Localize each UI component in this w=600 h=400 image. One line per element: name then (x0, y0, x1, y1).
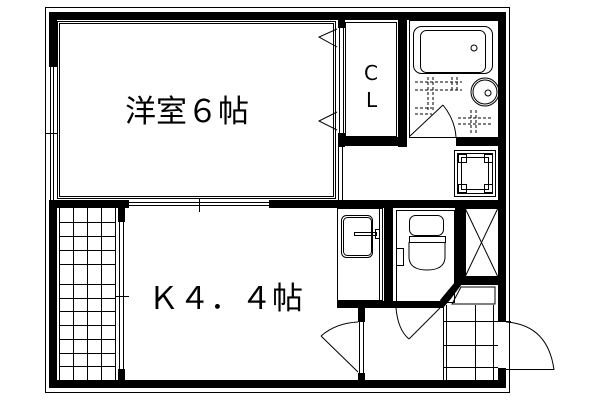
window-west (46, 67, 58, 200)
storage-closet (461, 207, 505, 285)
western-room-label: 洋室６帖 (125, 94, 249, 130)
closet (317, 20, 407, 200)
interior-wall-middle (49, 198, 505, 212)
closet-label-l: L (366, 88, 378, 112)
kitchen-door (320, 308, 365, 380)
exterior-walls (49, 12, 506, 388)
western-room (57, 21, 336, 199)
balcony (56, 208, 129, 380)
closet-label-c: C (364, 61, 378, 85)
outer-border (45, 7, 510, 393)
entrance (443, 286, 555, 380)
kitchen-sink (337, 208, 443, 308)
kitchen-label: Ｋ４．４帖 (148, 281, 303, 317)
washing-machine-space (454, 150, 496, 197)
bathroom (409, 20, 505, 146)
toilet (395, 208, 465, 340)
